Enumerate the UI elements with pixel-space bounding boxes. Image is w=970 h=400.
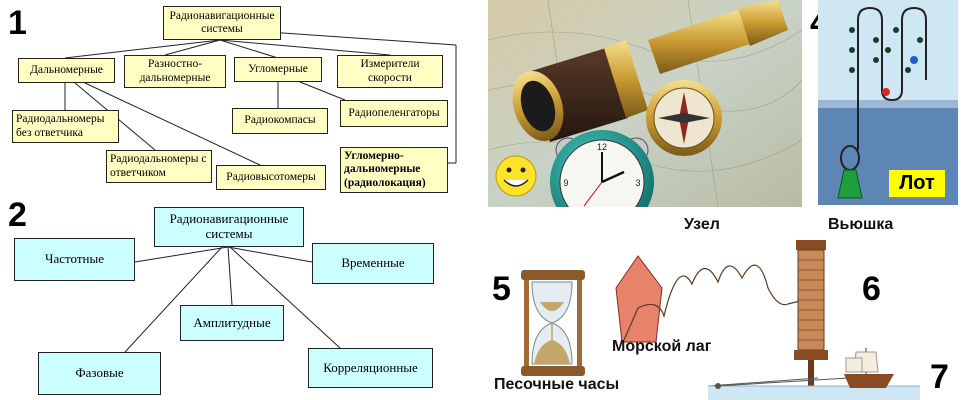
smiley-icon — [495, 155, 537, 197]
spyglass-compass-clock-illustration: 12369 — [488, 0, 802, 207]
diagram1-leaf-radiocompass: Радиокомпасы — [232, 108, 328, 134]
label-knot: Узел — [684, 216, 720, 233]
panel-number-1: 1 — [8, 4, 27, 42]
diagram1-leaf-altimeter: Радиовысотомеры — [216, 165, 326, 190]
log-reel-icon — [794, 240, 828, 386]
diagram1-leaf-radar: Угломерно-дальномерные (радиолокация) — [340, 147, 448, 193]
hourglass-icon — [521, 270, 585, 376]
diagram1-leaf-range-transponder: Радиодальномеры с ответчиком — [106, 150, 212, 183]
ship-icon — [844, 348, 894, 388]
diagram1-leaf-direction-finder: Радиопеленгаторы — [340, 100, 448, 127]
diagram2-root: Радионавигационные системы — [154, 207, 304, 247]
diagram2-category-phase: Фазовые — [38, 352, 161, 395]
panel-number-5: 5 — [492, 270, 511, 308]
svg-text:3: 3 — [635, 178, 640, 188]
diagram1-category-angle: Угломерные — [234, 57, 322, 82]
svg-text:9: 9 — [563, 178, 568, 188]
label-reel: Вьюшка — [828, 216, 894, 233]
ship-on-water-illustration — [708, 348, 920, 400]
label-hourglass: Песочные часы — [494, 376, 620, 393]
diagram1-root: Радионавигационные системы — [163, 6, 281, 40]
label-lot: Лот — [889, 170, 945, 197]
label-ship-log: Морской лаг — [612, 338, 712, 355]
spyglass-icon — [512, 0, 788, 142]
panel-number-6: 6 — [862, 270, 881, 308]
ship-log-illustration — [615, 240, 828, 387]
diagram2-category-time: Временные — [312, 243, 434, 284]
diagram1-category-range: Дальномерные — [18, 58, 115, 83]
alarm-clock-icon: 12369 — [550, 130, 654, 207]
diagram2-category-correlation: Корреляционные — [308, 348, 433, 388]
compass-icon — [646, 80, 722, 156]
svg-text:12: 12 — [597, 142, 607, 152]
diagram1-category-speed: Измерители скорости — [337, 55, 443, 88]
panel-number-7: 7 — [930, 358, 949, 396]
diagram2-category-amplitude: Амплитудные — [180, 305, 284, 341]
panel-number-2: 2 — [8, 196, 27, 234]
diagram2-category-frequency: Частотные — [14, 238, 135, 281]
diagram1-category-range-difference: Разностно-дальномерные — [124, 55, 226, 88]
diagram1-leaf-range-no-transponder: Радиодальномеры без ответчика — [12, 110, 119, 143]
